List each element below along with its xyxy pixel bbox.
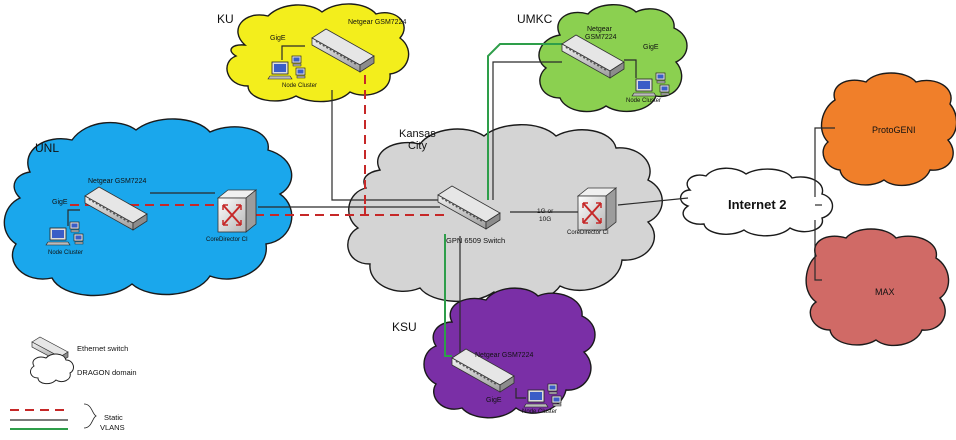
kansas-city-cloud bbox=[347, 124, 663, 302]
legend-dragon-domain: DRAGON domain bbox=[77, 368, 137, 377]
umkc-gige-label: GigE bbox=[643, 44, 659, 51]
ksu-gige-label: GigE bbox=[486, 397, 502, 404]
internet2-cloud bbox=[680, 167, 834, 237]
protogeni-label: ProtoGENI bbox=[872, 125, 916, 135]
unl-cloud bbox=[3, 118, 293, 297]
kansas-city-label-1: Kansas bbox=[399, 128, 436, 140]
ku-gige-label: GigE bbox=[270, 35, 286, 42]
gpn-switch-label: GPN 6509 Switch bbox=[446, 236, 505, 245]
kansas-city-label-2: City bbox=[408, 140, 427, 152]
unl-coredirector-icon bbox=[217, 189, 257, 233]
ku-switch-label: Netgear GSM7224 bbox=[348, 19, 406, 26]
kc-coredirector-label: CoreDirector CI bbox=[567, 230, 609, 236]
unl-coredirector-label: CoreDirector CI bbox=[206, 237, 248, 243]
max-cloud bbox=[805, 228, 950, 347]
max-label: MAX bbox=[875, 287, 895, 297]
legend-cloud-icon bbox=[30, 353, 74, 385]
umkc-cluster-label: Node Cluster bbox=[626, 98, 661, 104]
legend: Ethernet switch DRAGON domain Static VLA… bbox=[10, 336, 137, 432]
internet2-label: Internet 2 bbox=[728, 197, 787, 212]
umkc-label: UMKC bbox=[517, 12, 553, 26]
ksu-label: KSU bbox=[392, 320, 417, 334]
ksu-cluster-label: Node Cluster bbox=[522, 409, 557, 415]
legend-vlans: VLANS bbox=[100, 423, 125, 432]
unl-label: UNL bbox=[35, 141, 59, 155]
legend-ethernet-switch: Ethernet switch bbox=[77, 344, 128, 353]
unl-switch-label: Netgear GSM7224 bbox=[88, 178, 146, 185]
kc-speed-label-1: 1G or bbox=[537, 208, 554, 215]
unl-gige-label: GigE bbox=[52, 199, 68, 206]
legend-static: Static bbox=[104, 413, 123, 422]
unl-cluster-label: Node Cluster bbox=[48, 250, 83, 256]
kc-speed-label-2: 10G bbox=[539, 216, 551, 223]
legend-brace bbox=[83, 403, 97, 429]
kc-coredirector-icon bbox=[577, 187, 617, 231]
ksu-switch-label: Netgear GSM7224 bbox=[475, 352, 533, 359]
protogeni-cloud bbox=[820, 72, 956, 187]
umkc-switch-label-1: Netgear bbox=[587, 26, 613, 33]
umkc-switch-label-2: GSM7224 bbox=[585, 34, 617, 41]
ku-cluster-label: Node Cluster bbox=[282, 83, 317, 89]
ku-label: KU bbox=[217, 12, 234, 26]
